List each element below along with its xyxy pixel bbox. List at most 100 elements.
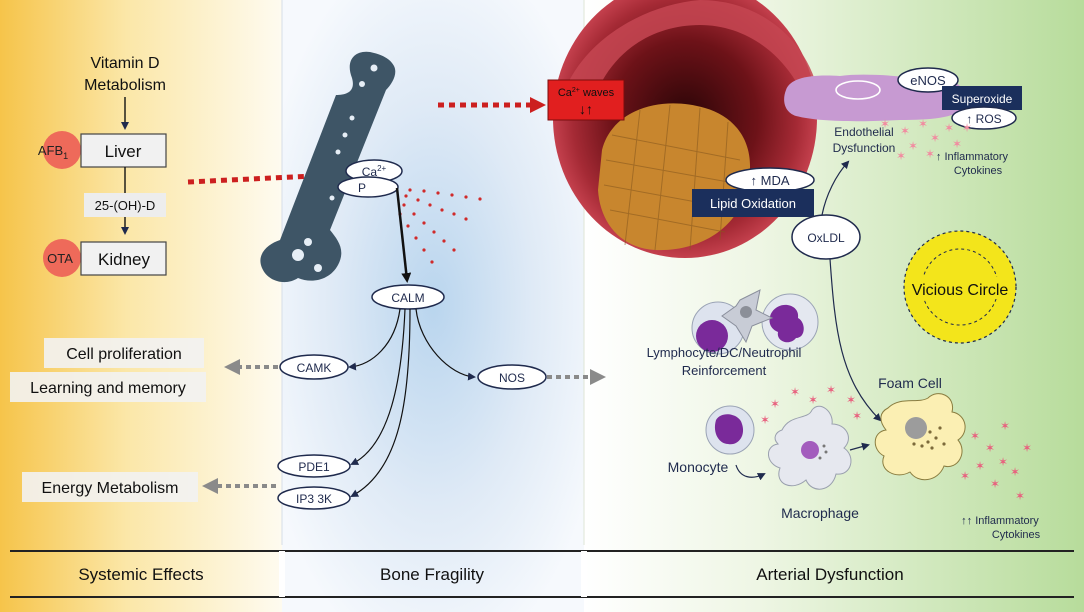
phosphate-to-calm-arrow: [395, 187, 412, 283]
superoxide-label: Superoxide: [952, 92, 1013, 106]
svg-text:✶: ✶: [944, 121, 954, 135]
hydroxy-label-bg: [84, 193, 166, 217]
energy-metabolism-label: Energy Metabolism: [42, 480, 179, 497]
svg-text:✶: ✶: [1000, 419, 1010, 433]
pde1-label: PDE1: [298, 460, 330, 474]
svg-text:✶: ✶: [962, 121, 972, 135]
cell-proliferation-label: Cell proliferation: [66, 346, 182, 363]
vitamin-d-label-line2: Metabolism: [84, 77, 166, 94]
nos-label: NOS: [499, 371, 525, 385]
ip3-3k-label: IP3 3K: [296, 492, 332, 506]
lipid-oxidation-box: [692, 189, 814, 217]
cytokine-stars-1: ✶✶✶✶ ✶✶✶✶ ✶✶: [880, 117, 972, 163]
monocyte-icon: [705, 405, 755, 455]
vitamin-d-label-line1: Vitamin D: [90, 55, 159, 72]
hydroxy-label: 25-(OH)-D: [95, 198, 156, 213]
pde1-ellipse: [277, 454, 351, 478]
inflammatory-1-line1: ↑ Inflammatory: [936, 151, 1009, 163]
camk-label: CAMK: [297, 361, 332, 375]
ip3-3k-ellipse: [277, 486, 351, 510]
foam-cell-label: Foam Cell: [878, 375, 942, 391]
lympho-label-line1: Lymphocyte/DC/Neutrophil: [647, 345, 802, 360]
svg-text:✶: ✶: [760, 413, 770, 427]
inflammatory-1-line2: Cytokines: [954, 165, 1003, 177]
macrophage-icon: [768, 405, 852, 490]
svg-text:✶: ✶: [808, 393, 818, 407]
oxldl-to-endothelial-arrow: [821, 160, 850, 216]
ros-ellipse: [951, 106, 1017, 130]
vicious-circle-label: Vicious Circle: [912, 282, 1009, 299]
ca-label: Ca2+: [362, 164, 387, 179]
systemic-panel-bg: [0, 0, 282, 612]
ca-waves-box: [547, 79, 625, 121]
cytokine-stars-2: ✶✶✶✶ ✶✶✶ ✶✶✶✶ ✶✶✶✶ ✶✶: [760, 383, 1032, 503]
svg-text:✶: ✶: [990, 477, 1000, 491]
endothelial-label-line1: Endothelial: [834, 125, 893, 139]
svg-text:✶: ✶: [1015, 489, 1025, 503]
calm-to-camk-branch: [348, 308, 401, 371]
svg-text:✶: ✶: [960, 469, 970, 483]
liver-box: [80, 133, 167, 168]
ota-circle: [43, 239, 81, 277]
ota-label: OTA: [47, 251, 73, 266]
cell-prolif-bg: [44, 338, 204, 368]
svg-text:✶: ✶: [975, 459, 985, 473]
footer-arterial-dysfunction: Arterial Dysfunction: [756, 565, 903, 584]
inflammatory-2-line1: ↑↑ Inflammatory: [961, 515, 1039, 527]
svg-text:✶: ✶: [900, 124, 910, 138]
ros-label: ↑ ROS: [966, 112, 1001, 126]
learning-bg: [10, 372, 206, 402]
calm-to-nos-branch: [415, 308, 476, 381]
footer-systemic-effects: Systemic Effects: [78, 565, 203, 584]
learning-memory-label: Learning and memory: [30, 380, 186, 397]
svg-text:✶: ✶: [852, 409, 862, 423]
endothelial-label-line2: Dysfunction: [833, 141, 896, 155]
svg-text:✶: ✶: [985, 441, 995, 455]
macrophage-label: Macrophage: [781, 505, 859, 521]
footer-bone-fragility: Bone Fragility: [380, 565, 484, 584]
svg-text:✶: ✶: [896, 149, 906, 163]
lympho-label-line2: Reinforcement: [682, 363, 767, 378]
ca-waves-arrows: ↓↑: [579, 101, 593, 117]
p-label: P: [358, 181, 366, 195]
nos-ellipse: [477, 364, 547, 390]
monocyte-label: Monocyte: [668, 459, 729, 475]
afb-label: AFB1: [38, 143, 68, 161]
svg-text:✶: ✶: [826, 383, 836, 397]
oxldl-to-foam-arrow: [829, 258, 882, 422]
svg-text:✶: ✶: [790, 385, 800, 399]
svg-text:✶: ✶: [952, 137, 962, 151]
svg-text:✶: ✶: [770, 397, 780, 411]
svg-text:✶: ✶: [925, 147, 935, 161]
afb1-circle: [43, 131, 81, 169]
svg-text:✶: ✶: [1022, 441, 1032, 455]
energy-bg: [22, 472, 198, 502]
svg-text:✶: ✶: [846, 393, 856, 407]
svg-text:✶: ✶: [908, 139, 918, 153]
ca-waves-label: Ca2+ waves: [558, 87, 615, 99]
svg-text:✶: ✶: [880, 117, 890, 131]
lipid-oxidation-label: Lipid Oxidation: [710, 196, 796, 211]
lymphocyte-dc-neutrophil-icon: [691, 289, 819, 355]
p-ellipse: [337, 176, 399, 198]
svg-text:✶: ✶: [918, 117, 928, 131]
kidney-box: [80, 241, 167, 276]
foam-cell-icon: [874, 393, 966, 481]
svg-text:✶: ✶: [930, 131, 940, 145]
svg-text:✶: ✶: [970, 429, 980, 443]
enos-label: eNOS: [910, 73, 946, 88]
svg-text:✶: ✶: [998, 455, 1008, 469]
kidney-label: Kidney: [98, 250, 150, 269]
mda-label: ↑ MDA: [751, 173, 790, 188]
svg-text:✶: ✶: [1010, 465, 1020, 479]
oxldl-label: OxLDL: [807, 231, 845, 245]
inflammatory-2-line2: Cytokines: [992, 529, 1041, 541]
calm-ellipse: [371, 284, 445, 310]
superoxide-box: [942, 86, 1022, 110]
camk-ellipse: [279, 354, 349, 380]
calm-to-pde1-branch: [350, 308, 406, 465]
bone-icon: [260, 51, 396, 283]
calm-to-ip3-branch: [350, 308, 411, 497]
